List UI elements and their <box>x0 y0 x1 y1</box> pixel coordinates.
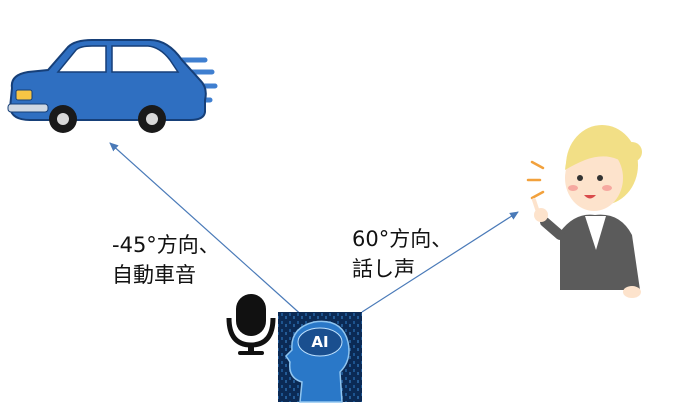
ai-head-icon: AI <box>278 312 362 403</box>
car-sound-label: 自動車音 <box>112 263 196 287</box>
car-icon <box>7 39 218 133</box>
arrow-to-person <box>361 211 519 313</box>
person-sound-label: 話し声 <box>352 257 415 281</box>
arrow-to-car <box>109 142 306 319</box>
woman-speaking-icon <box>526 125 642 298</box>
car-direction-label: -45°方向、 <box>112 233 220 257</box>
ai-badge-text: AI <box>311 333 328 351</box>
microphone-icon <box>226 294 276 355</box>
person-direction-label: 60°方向、 <box>352 227 453 251</box>
